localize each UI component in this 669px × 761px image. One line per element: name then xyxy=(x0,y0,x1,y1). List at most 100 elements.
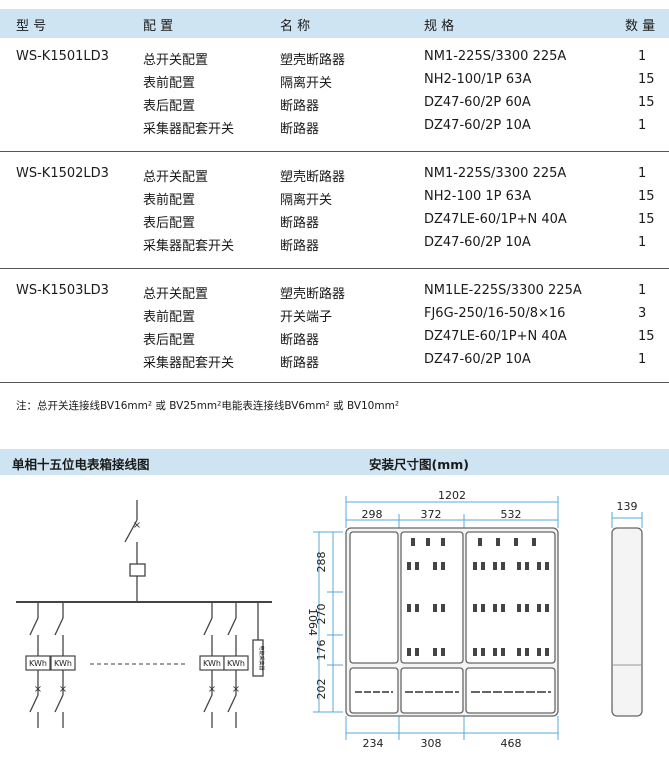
dim-bottom-width-1: 234 xyxy=(363,737,384,750)
dim-height: 1064 xyxy=(306,608,319,636)
wiring-diagram: KWh KWh KWh KWh 电能采集器 × × × × × xyxy=(16,500,272,728)
qty-cell: 1 xyxy=(638,49,647,64)
table-row: 表后配置 断路器 DZ47LE-60/1P+N 40A 15 xyxy=(0,210,669,231)
qty-cell: 3 xyxy=(638,306,647,321)
group-divider xyxy=(0,268,669,269)
spec-cell: DZ47-60/2P 10A xyxy=(424,118,531,133)
dim-top-width-3: 532 xyxy=(501,508,522,521)
table-row: WS-K1503LD3 总开关配置 塑壳断路器 NM1LE-225S/3300 … xyxy=(0,281,669,302)
switch-mark: × xyxy=(34,684,42,695)
name-cell: 断路器 xyxy=(280,239,320,254)
dim-left-height-2: 270 xyxy=(315,604,328,625)
config-cell: 表后配置 xyxy=(143,99,196,114)
meter-door-left xyxy=(400,531,464,664)
config-cell: 表后配置 xyxy=(143,216,196,231)
dim-depth: 139 xyxy=(617,500,638,513)
qty-cell: 15 xyxy=(638,72,655,87)
spec-cell: FJ6G-250/16-50/8×16 xyxy=(424,306,566,321)
main-meter-box xyxy=(129,563,146,577)
spec-cell: NM1LE-225S/3300 225A xyxy=(424,283,582,298)
dimension-diagram-title: 安装尺寸图(mm) xyxy=(369,457,469,472)
name-cell: 隔离开关 xyxy=(280,76,333,91)
wiring-diagram-title: 单相十五位电表箱接线图 xyxy=(12,457,150,472)
dim-left-height-4: 202 xyxy=(315,679,328,700)
collector-label: 电能采集器 xyxy=(258,645,265,670)
config-cell: 总开关配置 xyxy=(143,287,209,302)
lower-door-right xyxy=(465,667,556,714)
lower-door-middle xyxy=(400,667,464,714)
section-title-bar: 单相十五位电表箱接线图 安装尺寸图(mm) xyxy=(0,449,669,475)
table-row: 表后配置 断路器 DZ47LE-60/1P+N 40A 15 xyxy=(0,327,669,348)
spec-cell: DZ47-60/2P 10A xyxy=(424,352,531,367)
dimension-drawing: 1202 298 372 532 139 234 308 468 1064 28… xyxy=(306,489,643,750)
switch-mark: × xyxy=(232,684,240,695)
name-cell: 断路器 xyxy=(280,356,320,371)
table-row: 采集器配套开关 断路器 DZ47-60/2P 10A 1 xyxy=(0,350,669,371)
model-cell: WS-K1503LD3 xyxy=(16,283,109,298)
spec-cell: NH2-100/1P 63A xyxy=(424,72,532,87)
group-divider xyxy=(0,382,669,383)
dim-total-width: 1202 xyxy=(438,489,466,502)
meter-door-right xyxy=(465,531,556,664)
dim-bottom-width-2: 308 xyxy=(421,737,442,750)
name-cell: 塑壳断路器 xyxy=(280,170,346,185)
group-divider xyxy=(0,151,669,152)
model-cell: WS-K1501LD3 xyxy=(16,49,109,64)
config-cell: 表后配置 xyxy=(143,333,196,348)
spec-cell: DZ47-60/2P 60A xyxy=(424,95,531,110)
meter-label: KWh xyxy=(29,659,47,668)
table-row: 表后配置 断路器 DZ47-60/2P 60A 15 xyxy=(0,93,669,114)
spec-cell: DZ47-60/2P 10A xyxy=(424,235,531,250)
spec-cell: DZ47LE-60/1P+N 40A xyxy=(424,212,567,227)
name-cell: 断路器 xyxy=(280,99,320,114)
table-row: 表前配置 隔离开关 NH2-100 1P 63A 15 xyxy=(0,187,669,208)
header-model: 型 号 xyxy=(16,19,47,34)
switch-mark: × xyxy=(133,520,141,531)
meter-label: KWh xyxy=(203,659,221,668)
name-cell: 塑壳断路器 xyxy=(280,53,346,68)
qty-cell: 15 xyxy=(638,329,655,344)
qty-cell: 1 xyxy=(638,352,647,367)
config-cell: 采集器配套开关 xyxy=(143,239,235,254)
wiring-note: 注：总开关连接线BV16mm² 或 BV25mm²电能表连接线BV6mm² 或 … xyxy=(16,400,400,412)
config-cell: 采集器配套开关 xyxy=(143,356,235,371)
table-row: 采集器配套开关 断路器 DZ47-60/2P 10A 1 xyxy=(0,233,669,254)
qty-cell: 1 xyxy=(638,283,647,298)
qty-cell: 1 xyxy=(638,166,647,181)
meter-box xyxy=(25,655,51,671)
meter-label: KWh xyxy=(227,659,245,668)
spec-cell: NM1-225S/3300 225A xyxy=(424,166,567,181)
table-row: 表前配置 开关端子 FJ6G-250/16-50/8×16 3 xyxy=(0,304,669,325)
meter-box xyxy=(223,655,249,671)
cabinet-side-view xyxy=(611,527,643,717)
switch-mark: × xyxy=(59,684,67,695)
name-cell: 断路器 xyxy=(280,333,320,348)
name-cell: 断路器 xyxy=(280,122,320,137)
lower-door-left xyxy=(349,667,399,714)
qty-cell: 15 xyxy=(638,95,655,110)
spec-cell: DZ47LE-60/1P+N 40A xyxy=(424,329,567,344)
header-qty: 数 量 xyxy=(625,19,656,34)
table-row: WS-K1502LD3 总开关配置 塑壳断路器 NM1-225S/3300 22… xyxy=(0,164,669,185)
meter-box xyxy=(50,655,76,671)
qty-cell: 15 xyxy=(638,189,655,204)
header-name: 名 称 xyxy=(280,19,311,34)
dim-top-width-1: 298 xyxy=(362,508,383,521)
qty-cell: 1 xyxy=(638,235,647,250)
main-switch-door xyxy=(349,531,399,664)
qty-cell: 15 xyxy=(638,212,655,227)
config-cell: 采集器配套开关 xyxy=(143,122,235,137)
table-row: WS-K1501LD3 总开关配置 塑壳断路器 NM1-225S/3300 22… xyxy=(0,47,669,68)
config-cell: 总开关配置 xyxy=(143,53,209,68)
dim-left-height-3: 176 xyxy=(315,640,328,661)
config-cell: 表前配置 xyxy=(143,193,196,208)
name-cell: 塑壳断路器 xyxy=(280,287,346,302)
config-cell: 表前配置 xyxy=(143,76,196,91)
qty-cell: 1 xyxy=(638,118,647,133)
dim-top-width-2: 372 xyxy=(421,508,442,521)
spec-cell: NM1-225S/3300 225A xyxy=(424,49,567,64)
header-spec: 规 格 xyxy=(424,19,455,34)
model-cell: WS-K1502LD3 xyxy=(16,166,109,181)
table-row: 采集器配套开关 断路器 DZ47-60/2P 10A 1 xyxy=(0,116,669,137)
table-row: 表前配置 隔离开关 NH2-100/1P 63A 15 xyxy=(0,70,669,91)
